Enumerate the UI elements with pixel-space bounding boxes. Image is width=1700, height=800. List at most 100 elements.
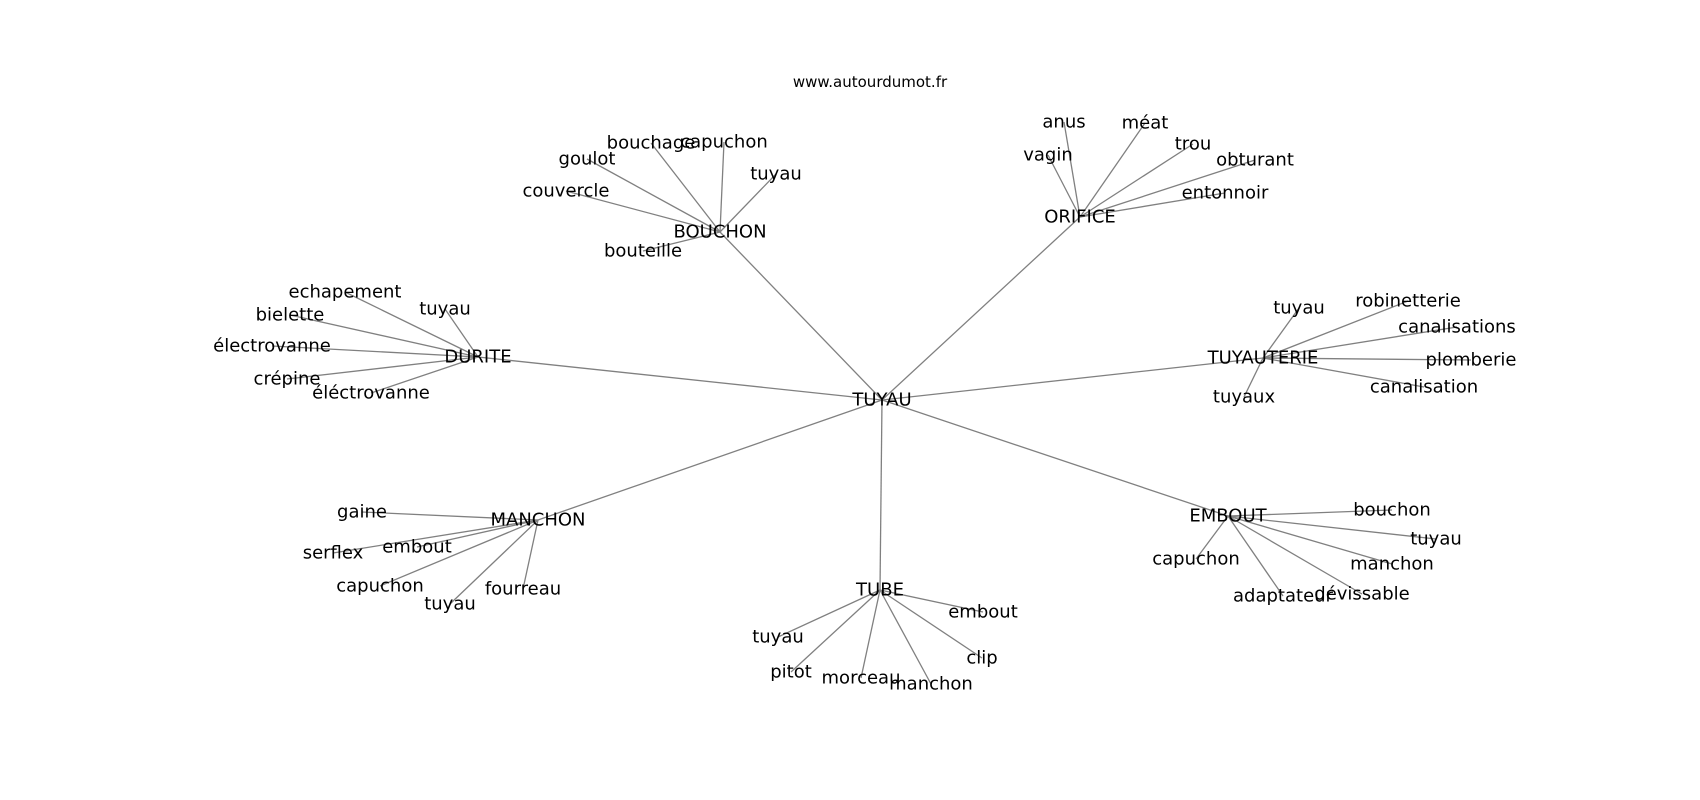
edge-orifice-leaf	[1079, 192, 1226, 218]
leaf-node-durite: echapement	[289, 282, 402, 303]
hub-node-tube: TUBE	[855, 580, 904, 601]
edge-durite-leaf	[344, 291, 479, 358]
leaf-node-durite: électrovanne	[213, 336, 331, 357]
edge-tuyauterie-leaf	[1262, 357, 1425, 388]
edge-bouchon-leaf	[719, 173, 777, 233]
edge-tuyau-orifice	[881, 216, 1081, 401]
edge-tube-leaf	[879, 589, 932, 685]
leaf-node-bouchon: couvercle	[522, 181, 609, 202]
leaf-node-tube: tuyau	[752, 627, 804, 648]
graph-labels: TUYAUBOUCHONbouchagecapuchongoulottuyauc…	[213, 112, 1516, 695]
edge-tuyau-tube	[879, 399, 883, 591]
edge-embout-leaf	[1195, 515, 1229, 560]
leaf-node-orifice: trou	[1175, 134, 1211, 155]
edge-embout-leaf	[1227, 515, 1363, 595]
leaf-node-manchon: capuchon	[336, 576, 424, 597]
hub-node-orifice: ORIFICE	[1044, 207, 1116, 228]
edge-tube-leaf	[790, 589, 881, 673]
leaf-node-orifice: vagin	[1023, 145, 1073, 166]
edge-tuyau-embout	[881, 399, 1229, 517]
hub-node-durite: DURITE	[444, 347, 511, 368]
edge-bouchon-leaf	[565, 190, 721, 233]
leaf-node-embout: dévissable	[1314, 584, 1409, 605]
graph-edges	[271, 121, 1472, 685]
edge-durite-leaf	[289, 314, 479, 358]
edge-tuyauterie-leaf	[1262, 357, 1472, 361]
leaf-node-manchon: serflex	[303, 543, 364, 564]
leaf-node-manchon: tuyau	[424, 594, 476, 615]
edge-orifice-leaf	[1079, 122, 1146, 218]
hub-node-manchon: MANCHON	[490, 510, 585, 531]
leaf-node-manchon: embout	[382, 537, 452, 558]
edge-tuyauterie-leaf	[1243, 357, 1264, 398]
leaf-node-durite: éléctrovanne	[312, 383, 430, 404]
leaf-node-tuyauterie: tuyaux	[1213, 387, 1276, 408]
edge-manchon-leaf	[361, 511, 539, 521]
leaf-node-orifice: méat	[1122, 113, 1169, 134]
source-url: www.autourdumot.fr	[793, 73, 948, 91]
edge-tube-leaf	[777, 589, 881, 638]
hub-node-bouchon: BOUCHON	[673, 222, 766, 243]
edge-manchon-leaf	[332, 519, 539, 554]
edge-durite-leaf	[370, 356, 479, 394]
leaf-node-embout: adaptateur	[1233, 586, 1334, 607]
edge-bouchon-leaf	[719, 141, 725, 233]
edge-tuyauterie-leaf	[1262, 307, 1300, 359]
leaf-node-embout: capuchon	[1152, 549, 1240, 570]
edge-tuyau-durite	[477, 356, 883, 401]
leaf-node-tube: pitot	[770, 662, 812, 683]
leaf-node-embout: manchon	[1350, 554, 1434, 575]
leaf-node-orifice: anus	[1042, 112, 1085, 133]
leaf-node-orifice: entonnoir	[1182, 183, 1269, 204]
leaf-node-bouchon: goulot	[559, 149, 616, 170]
edge-tuyauterie-leaf	[1262, 300, 1409, 359]
edge-embout-leaf	[1227, 515, 1284, 597]
leaf-node-manchon: fourreau	[485, 579, 561, 600]
leaf-node-embout: tuyau	[1410, 529, 1462, 550]
leaf-node-bouchon: bouteille	[604, 241, 682, 262]
leaf-node-orifice: obturant	[1216, 150, 1294, 171]
leaf-node-tuyauterie: canalisation	[1370, 377, 1478, 398]
leaf-node-tuyauterie: plomberie	[1426, 350, 1517, 371]
center-node-tuyau: TUYAU	[851, 390, 911, 411]
edge-tuyau-tuyauterie	[881, 357, 1264, 401]
leaf-node-tube: manchon	[889, 674, 973, 695]
edge-tuyau-manchon	[537, 399, 883, 521]
edge-bouchon-leaf	[642, 231, 721, 252]
edge-manchon-leaf	[522, 519, 539, 590]
leaf-node-bouchon: tuyau	[750, 164, 802, 185]
edge-embout-leaf	[1227, 515, 1393, 565]
leaf-node-tube: morceau	[822, 668, 901, 689]
edge-tube-leaf	[879, 589, 983, 659]
leaf-node-durite: crépine	[254, 369, 321, 390]
edge-orifice-leaf	[1079, 143, 1194, 218]
edge-manchon-leaf	[416, 519, 539, 548]
leaf-node-tuyauterie: robinetterie	[1355, 291, 1461, 312]
leaf-node-durite: bielette	[256, 305, 325, 326]
leaf-node-bouchon: capuchon	[680, 132, 768, 153]
leaf-node-embout: bouchon	[1353, 500, 1431, 521]
edge-embout-leaf	[1227, 515, 1437, 540]
edge-manchon-leaf	[449, 519, 539, 605]
edge-durite-leaf	[444, 308, 479, 358]
hub-node-tuyauterie: TUYAUTERIE	[1207, 348, 1319, 369]
edge-tube-leaf	[860, 589, 881, 679]
edge-orifice-leaf	[1079, 159, 1256, 218]
edge-manchon-leaf	[379, 519, 539, 587]
edge-durite-leaf	[271, 345, 479, 358]
leaf-node-manchon: gaine	[337, 502, 387, 523]
leaf-node-durite: tuyau	[419, 299, 471, 320]
leaf-node-tube: embout	[948, 602, 1018, 623]
edge-bouchon-leaf	[586, 158, 721, 233]
edge-embout-leaf	[1227, 509, 1393, 517]
leaf-node-tuyauterie: canalisations	[1398, 317, 1516, 338]
edge-orifice-leaf	[1063, 121, 1081, 218]
edge-tuyau-bouchon	[719, 231, 883, 401]
leaf-node-tube: clip	[966, 648, 997, 669]
edge-orifice-leaf	[1047, 154, 1081, 218]
edge-bouchon-leaf	[650, 142, 721, 233]
edge-tube-leaf	[879, 589, 984, 613]
edge-durite-leaf	[286, 356, 479, 380]
leaf-node-bouchon: bouchage	[607, 133, 696, 154]
